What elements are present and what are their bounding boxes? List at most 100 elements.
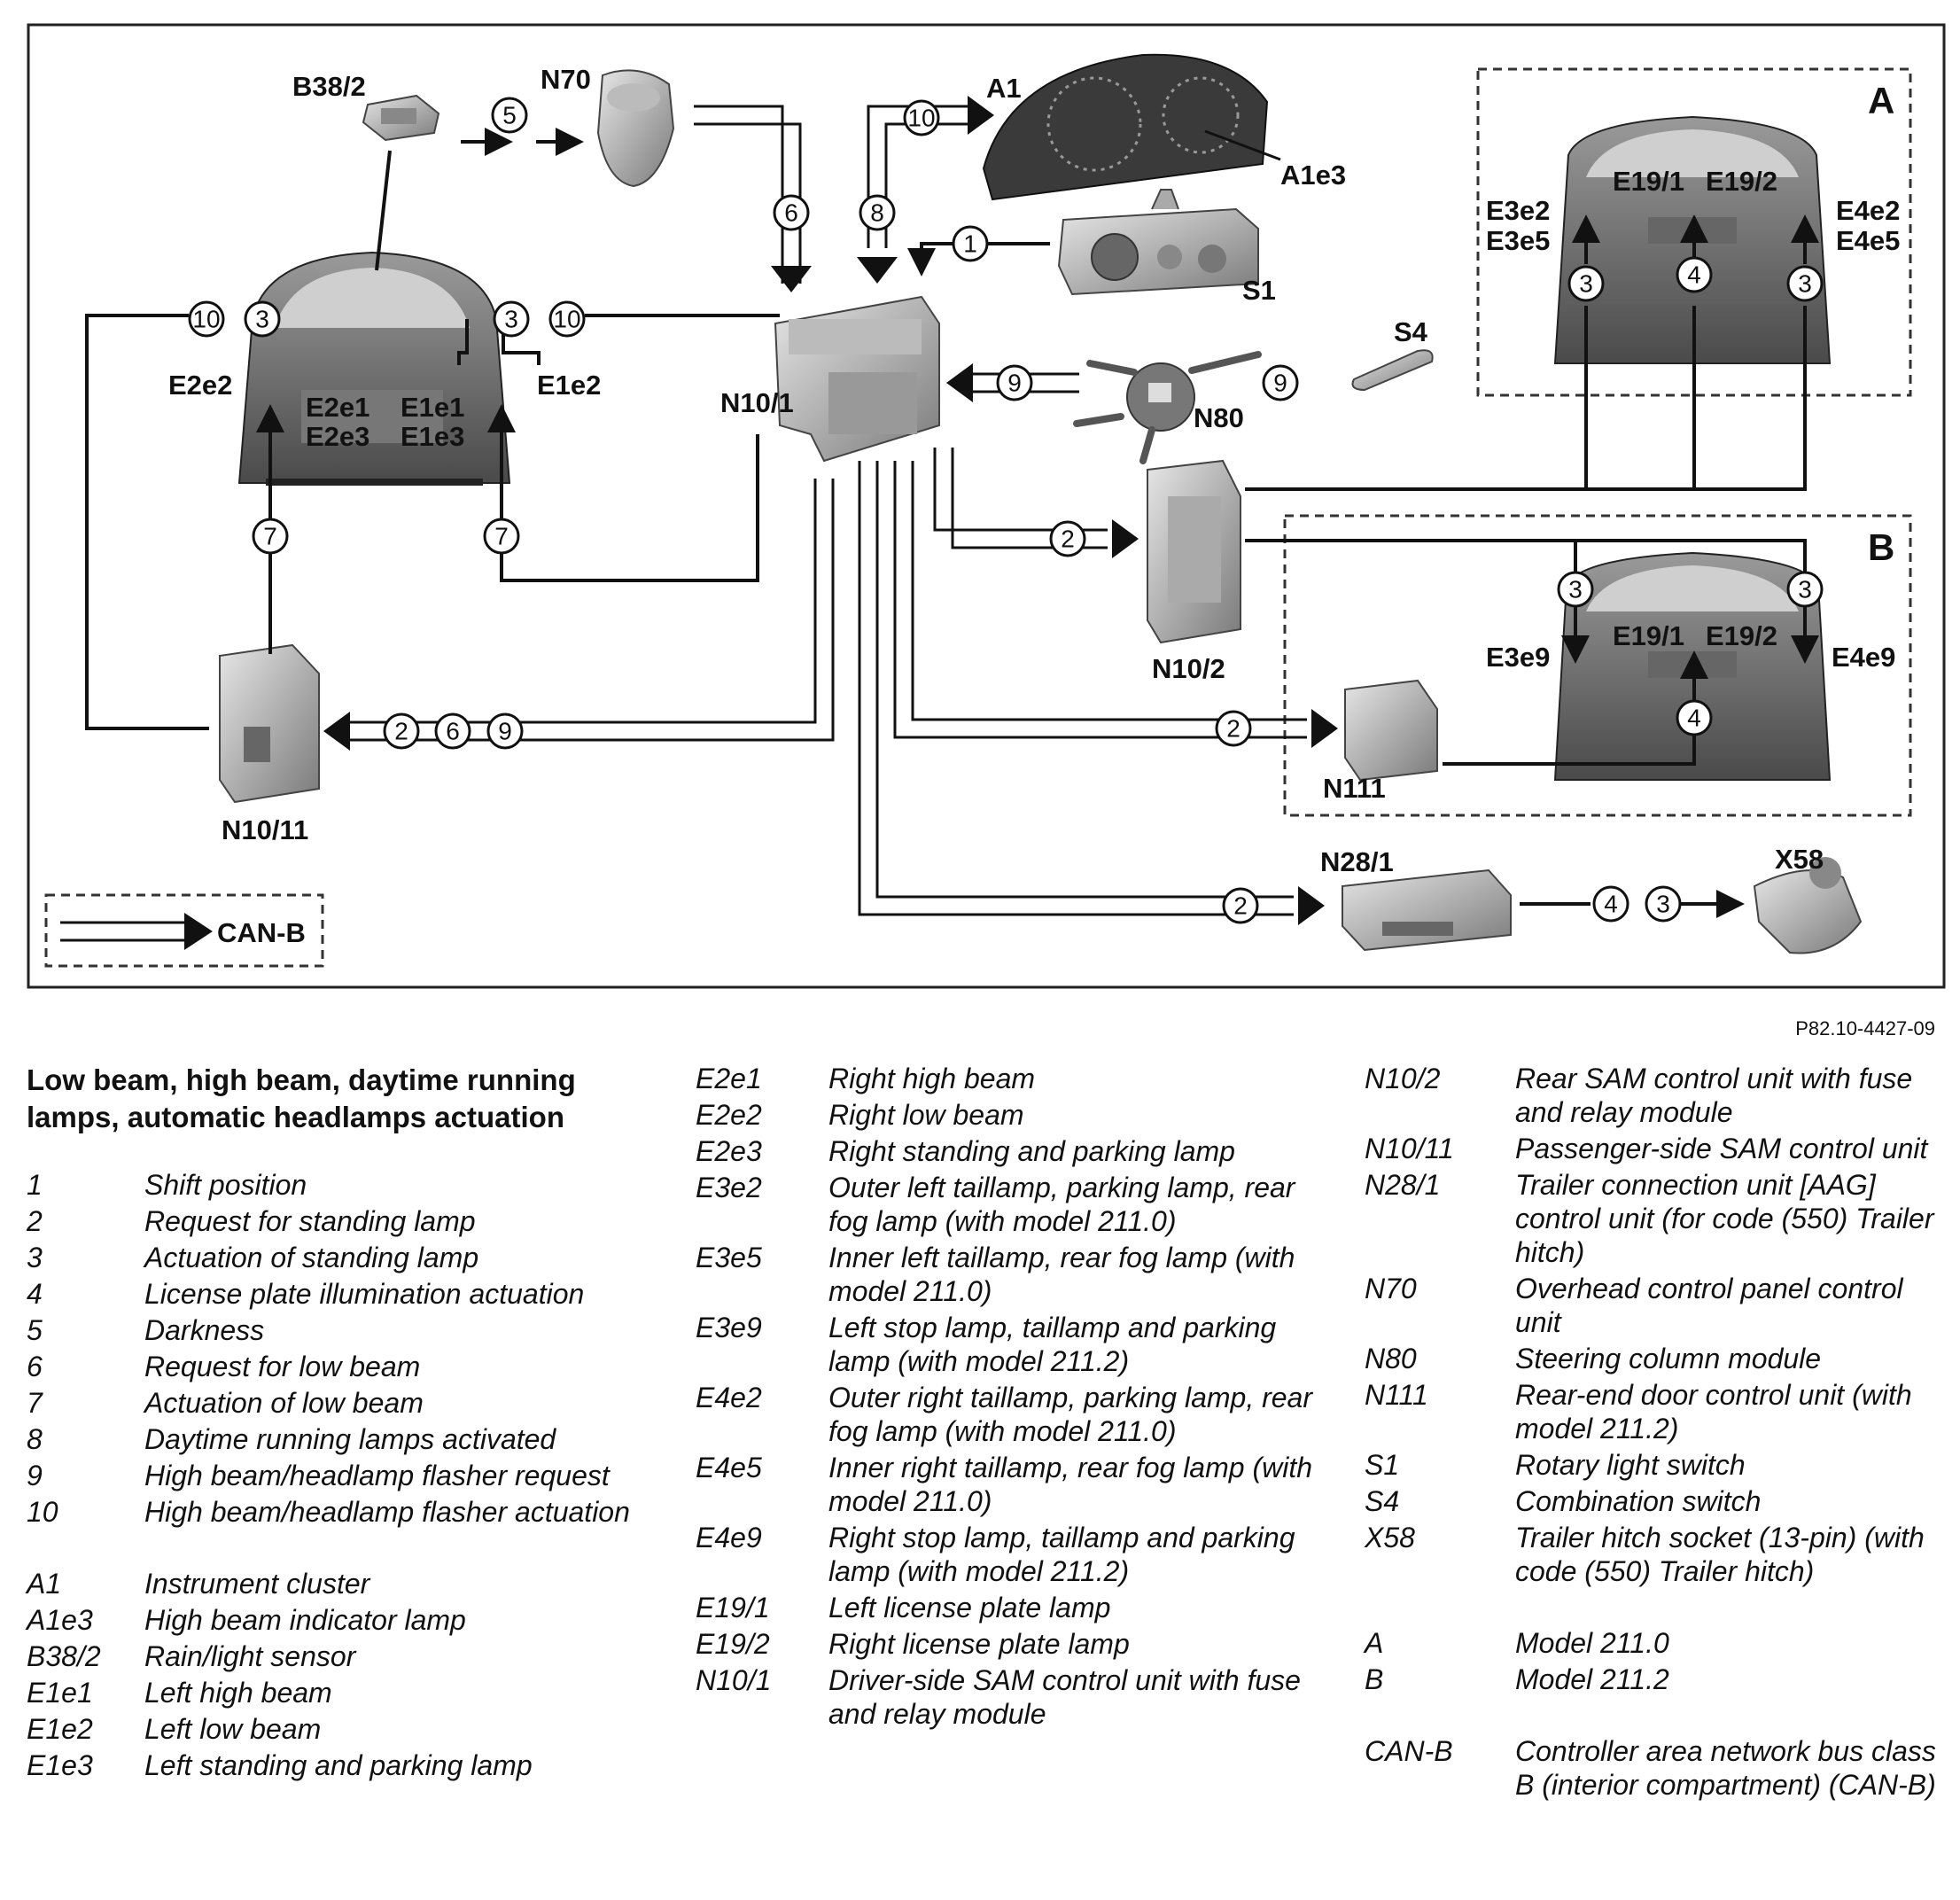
svg-text:10: 10 <box>553 306 580 333</box>
svg-text:E4e9: E4e9 <box>1832 642 1895 673</box>
legend-description: Outer left taillamp, parking lamp, rear … <box>828 1172 1295 1237</box>
legend-code: N80 <box>1365 1343 1417 1374</box>
legend-entry: E1e3 Left standing and parking lamp <box>27 1748 647 1782</box>
signal-marker-2: 2 <box>1215 710 1252 747</box>
svg-text:N28/1: N28/1 <box>1320 846 1394 877</box>
svg-text:2: 2 <box>1226 715 1241 743</box>
legend-description: Rotary light switch <box>1515 1449 1746 1481</box>
legend-code: E4e9 <box>696 1522 762 1553</box>
legend-description: Left standing and parking lamp <box>144 1749 533 1781</box>
legend-description: Outer right taillamp, parking lamp, rear… <box>828 1382 1312 1447</box>
signal-marker-3: 3 <box>244 300 281 338</box>
legend-code: N28/1 <box>1365 1169 1441 1201</box>
svg-text:10: 10 <box>907 105 935 132</box>
signal-marker-2: 2 <box>1049 520 1086 557</box>
instrument-cluster-icon <box>982 53 1281 201</box>
signal-marker-3: 3 <box>1786 571 1824 608</box>
svg-text:B38/2: B38/2 <box>292 71 366 102</box>
legend-description: Daytime running lamps activated <box>144 1423 556 1455</box>
svg-text:E2e1: E2e1 <box>306 392 369 423</box>
legend-description: Steering column module <box>1515 1343 1822 1374</box>
signal-marker-3: 3 <box>1786 265 1824 302</box>
signal-marker-7: 7 <box>483 518 520 555</box>
svg-text:A1e3: A1e3 <box>1280 160 1346 191</box>
legend-description: Instrument cluster <box>144 1568 370 1600</box>
legend-code: E2e2 <box>696 1099 762 1131</box>
legend-description: Rear-end door control unit (with model 2… <box>1515 1379 1912 1444</box>
legend-description: Actuation of low beam <box>144 1387 424 1419</box>
signal-marker-4: 4 <box>1592 885 1629 923</box>
svg-text:CAN-B: CAN-B <box>217 917 306 948</box>
svg-text:E1e3: E1e3 <box>401 421 464 452</box>
legend-code: E1e3 <box>27 1749 93 1781</box>
legend-description: Actuation of standing lamp <box>144 1242 479 1273</box>
legend-description: High beam indicator lamp <box>144 1604 466 1636</box>
legend-code: B38/2 <box>27 1640 101 1672</box>
svg-text:3: 3 <box>1568 576 1583 603</box>
steering-column-module-icon <box>1073 351 1262 464</box>
svg-text:9: 9 <box>1007 370 1022 397</box>
legend-entry: E4e9 Right stop lamp, taillamp and parkin… <box>696 1521 1316 1588</box>
svg-text:E19/2: E19/2 <box>1706 166 1777 197</box>
signal-marker-6: 6 <box>434 712 471 750</box>
signal-marker-4: 4 <box>1676 256 1713 293</box>
svg-text:2: 2 <box>394 718 408 745</box>
legend-code: N10/1 <box>696 1664 772 1696</box>
wires <box>85 128 1819 918</box>
legend-description: Right standing and parking lamp <box>828 1135 1235 1167</box>
legend-description: Inner left taillamp, rear fog lamp (with… <box>828 1242 1295 1307</box>
signal-marker-3: 3 <box>1567 265 1605 302</box>
rear-door-control-unit-icon <box>1344 679 1438 782</box>
signal-marker-2: 2 <box>383 712 420 750</box>
svg-text:N10/2: N10/2 <box>1152 653 1225 684</box>
svg-text:N80: N80 <box>1194 402 1244 433</box>
svg-text:E3e9: E3e9 <box>1486 642 1550 673</box>
legend-description: Right stop lamp, taillamp and parking la… <box>828 1522 1295 1587</box>
front-car-icon <box>237 251 511 486</box>
legend-code: E3e5 <box>696 1242 762 1273</box>
combination-switch-icon <box>1351 349 1434 392</box>
legend-description: Right license plate lamp <box>828 1628 1130 1660</box>
legend-description: Shift position <box>144 1169 307 1201</box>
legend-code: B <box>1365 1663 1384 1695</box>
rear-sam-unit-icon <box>1147 459 1241 644</box>
signal-marker-6: 6 <box>773 194 810 231</box>
svg-text:N10/11: N10/11 <box>222 814 308 845</box>
svg-text:4: 4 <box>1687 705 1701 732</box>
model-a-box <box>1476 67 1912 397</box>
legend-code: E2e3 <box>696 1135 762 1167</box>
legend-code: 6 <box>27 1351 43 1382</box>
trailer-unit-icon <box>1342 868 1512 952</box>
signal-marker-10: 10 <box>548 300 586 338</box>
svg-text:3: 3 <box>1656 891 1670 918</box>
trailer-socket-icon <box>1753 857 1863 954</box>
legend-code: E1e1 <box>27 1677 93 1709</box>
legend-description: Inner right taillamp, rear fog lamp (wit… <box>828 1452 1312 1517</box>
svg-text:8: 8 <box>870 199 884 227</box>
svg-text:3: 3 <box>255 306 269 333</box>
legend-description: Darkness <box>144 1314 265 1346</box>
svg-text:3: 3 <box>1798 576 1812 603</box>
signal-marker-3: 3 <box>1557 571 1594 608</box>
legend-description: Request for standing lamp <box>144 1205 476 1237</box>
